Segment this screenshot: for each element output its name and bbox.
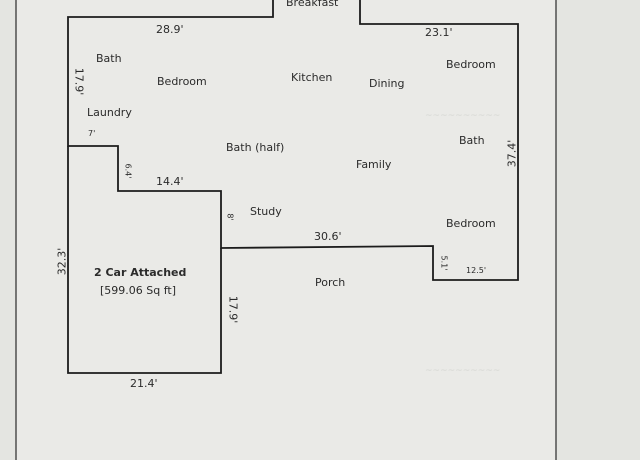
room-bedroom-right-top: Bedroom (446, 58, 496, 71)
room-laundry: Laundry (87, 106, 132, 119)
dim-garage-bottom: 21.4' (130, 377, 158, 390)
dim-top-right: 23.1' (425, 26, 453, 39)
dim-notch-height: 6.4' (123, 163, 133, 179)
room-bath-half: Bath (half) (226, 141, 285, 154)
dim-bottom-right: 12.5' (466, 266, 487, 275)
dim-notch-width: 7' (88, 129, 96, 138)
room-family: Family (356, 158, 392, 171)
room-bath-right: Bath (459, 134, 485, 147)
garage-area: [599.06 Sq ft] (100, 284, 177, 297)
room-bedroom-right-bottom: Bedroom (446, 217, 496, 230)
dim-right-step: 5.1' (439, 255, 449, 271)
dim-top-left: 28.9' (156, 23, 184, 36)
garage-title: 2 Car Attached (94, 266, 187, 279)
dim-mid-width: 14.4' (156, 175, 184, 188)
room-dining: Dining (369, 77, 405, 90)
dim-garage-left: 32.3' (55, 247, 69, 276)
sheet-border (15, 0, 557, 460)
faint-mark-1: ~~~~~~~~~~ (425, 111, 500, 121)
dim-study-step: 8' (225, 213, 235, 221)
garage-outline (67, 146, 222, 374)
room-study: Study (250, 205, 282, 218)
room-kitchen: Kitchen (291, 71, 333, 84)
room-bedroom-left: Bedroom (157, 75, 207, 88)
dim-porch-width: 30.6' (314, 230, 342, 243)
faint-mark-2: ~~~~~~~~~~ (425, 366, 500, 376)
dim-left-upper: 17.9' (72, 67, 86, 96)
room-porch: Porch (315, 276, 346, 289)
dim-garage-right: 17.9' (226, 295, 240, 324)
room-breakfast: Breakfast (286, 0, 339, 9)
house-outline-left-top (67, 0, 519, 281)
room-bath-top: Bath (96, 52, 122, 65)
dim-right-height: 37.4' (505, 139, 519, 168)
